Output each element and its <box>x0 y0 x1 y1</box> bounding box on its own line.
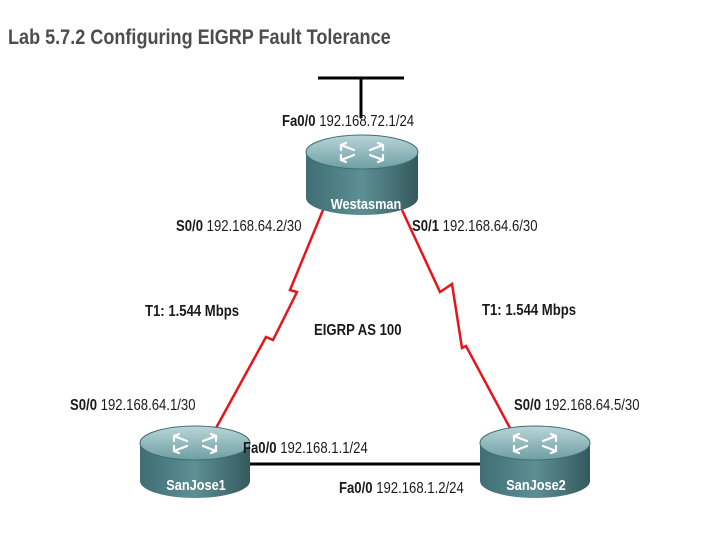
interface-label-sanjose1-fa0-0: Fa0/0 192.168.1.1/24 <box>243 440 368 458</box>
router-label-sanjose1: SanJose1 <box>166 476 226 493</box>
interface-ip: 192.168.64.1/30 <box>100 397 196 414</box>
router-label-westasman: Westasman <box>331 195 402 212</box>
interface-ip: 192.168.64.5/30 <box>544 397 640 414</box>
router-label-sanjose2: SanJose2 <box>506 476 566 493</box>
link-speed-right: T1: 1.544 Mbps <box>482 302 577 319</box>
serial-link-right <box>400 209 512 429</box>
interface-label-sanjose2-s0-0: S0/0 192.168.64.5/30 <box>514 397 639 415</box>
interface-ip: 192.168.1.2/24 <box>376 480 464 497</box>
serial-link-left <box>214 209 325 429</box>
router-westasman[interactable]: Westasman <box>305 134 419 215</box>
interface-name: S0/0 <box>70 397 97 414</box>
interface-name: Fa0/0 <box>243 440 277 457</box>
interface-label-westasman-s0-1: S0/1 192.168.64.6/30 <box>412 218 537 236</box>
lan-segment-westasman <box>318 76 404 118</box>
interface-label-sanjose2-fa0-0: Fa0/0 192.168.1.2/24 <box>339 480 464 498</box>
router-sanjose2[interactable]: SanJose2 <box>479 425 591 498</box>
interface-label-sanjose1-s0-0: S0/0 192.168.64.1/30 <box>70 397 195 415</box>
interface-name: S0/1 <box>412 218 439 235</box>
router-icon <box>172 432 218 455</box>
interface-label-westasman-fa0-0: Fa0/0 192.168.72.1/24 <box>282 113 414 131</box>
interface-label-westasman-s0-0: S0/0 192.168.64.2/30 <box>176 218 301 236</box>
router-icon <box>512 432 558 455</box>
eigrp-as-label: EIGRP AS 100 <box>314 322 402 339</box>
interface-ip: 192.168.64.2/30 <box>206 218 302 235</box>
interface-ip: 192.168.72.1/24 <box>319 113 415 130</box>
interface-name: S0/0 <box>514 397 541 414</box>
interface-name: S0/0 <box>176 218 203 235</box>
interface-name: Fa0/0 <box>339 480 373 497</box>
router-sanjose1[interactable]: SanJose1 <box>139 425 251 498</box>
interface-ip: 192.168.1.1/24 <box>280 440 368 457</box>
interface-ip: 192.168.64.6/30 <box>442 218 538 235</box>
interface-name: Fa0/0 <box>282 113 316 130</box>
router-icon <box>339 141 385 164</box>
page-title: Lab 5.7.2 Configuring EIGRP Fault Tolera… <box>8 26 391 49</box>
link-speed-left: T1: 1.544 Mbps <box>145 303 240 320</box>
